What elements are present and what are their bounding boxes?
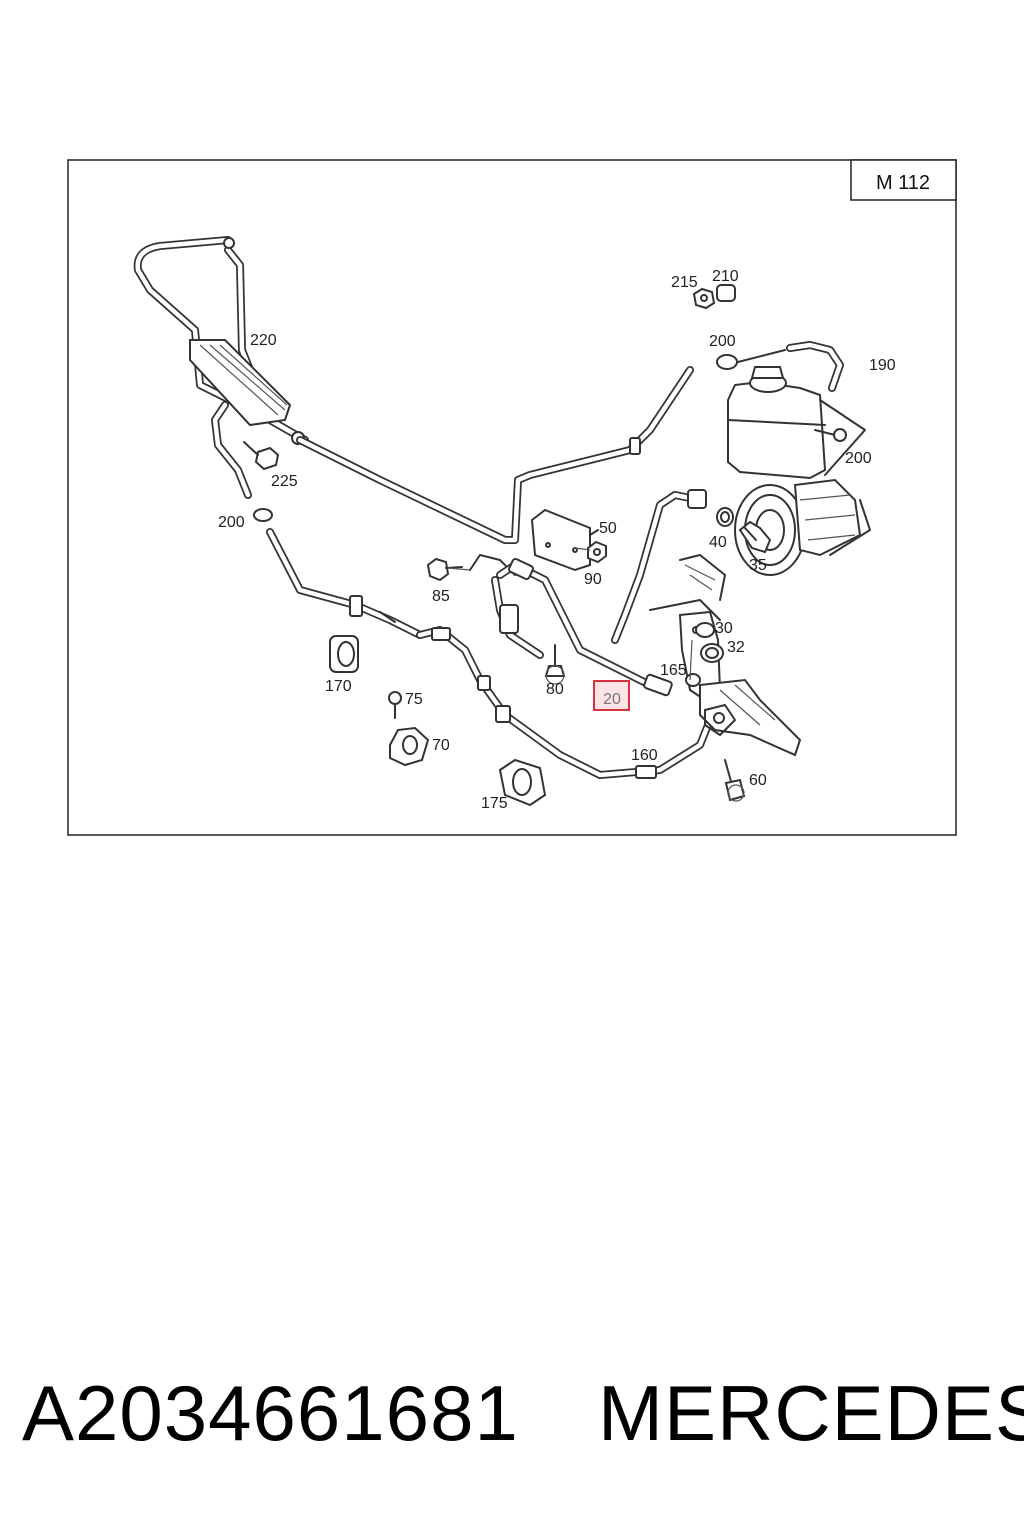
bolt-60 <box>724 759 746 802</box>
callout-200-left: 200 <box>218 514 245 531</box>
brand-name: MERCEDES <box>598 1369 1024 1457</box>
callout-220: 220 <box>250 332 277 349</box>
reservoir <box>727 366 847 480</box>
suction-hose <box>266 528 424 639</box>
callout-50: 50 <box>599 520 617 537</box>
return-line <box>296 366 694 544</box>
engine-code-box: M 112 <box>850 159 957 201</box>
callout-200-top: 200 <box>709 333 736 350</box>
callout-75: 75 <box>405 691 423 708</box>
callout-40: 40 <box>709 534 727 551</box>
bolt-225 <box>243 441 280 471</box>
footer: A2034661681 MERCEDES <box>0 1368 1024 1478</box>
callout-225: 225 <box>271 473 298 490</box>
damper-170 <box>329 635 359 673</box>
hose-190 <box>786 341 844 392</box>
callout-70: 70 <box>432 737 450 754</box>
steering-gear <box>649 554 802 757</box>
diagram-frame <box>67 159 957 836</box>
screw-75 <box>388 691 402 719</box>
highlighted-callout-label: 20 <box>603 691 621 708</box>
callout-80: 80 <box>546 681 564 698</box>
callout-60: 60 <box>749 772 767 789</box>
callout-30: 30 <box>715 620 733 637</box>
pump-pulley <box>734 399 871 576</box>
cooler-line-220 <box>133 236 309 499</box>
bolt-80 <box>544 644 566 685</box>
callout-190: 190 <box>869 357 896 374</box>
engine-code-label: M 112 <box>876 172 930 194</box>
part-number: A2034661681 <box>22 1369 519 1457</box>
plug-210 <box>716 284 736 302</box>
nut-90 <box>587 540 607 564</box>
return-hose-center <box>469 554 673 697</box>
callout-175: 175 <box>481 795 508 812</box>
callout-210: 210 <box>712 268 739 285</box>
callout-160: 160 <box>631 747 658 764</box>
bolt-85 <box>426 557 463 582</box>
banjo-bolt-35 <box>738 520 772 554</box>
seal-30 <box>695 622 715 638</box>
leader-lines <box>447 547 693 681</box>
nut-215 <box>692 287 716 310</box>
callout-labels: 220 215 210 200 190 200 225 200 50 40 35… <box>218 268 896 812</box>
bracket-50 <box>530 508 599 572</box>
callout-32: 32 <box>727 639 745 656</box>
hose-clamp-200-left <box>253 508 273 522</box>
washer-40 <box>716 507 734 527</box>
pressure-line-160 <box>416 626 714 779</box>
bushing-175 <box>498 758 547 807</box>
seal-32 <box>700 643 724 663</box>
hose-clamp-200-top <box>716 349 786 370</box>
callout-165: 165 <box>660 662 687 679</box>
clip-70 <box>389 726 430 767</box>
callout-85: 85 <box>432 588 450 605</box>
pump-pressure-hose <box>611 489 707 644</box>
callout-200-right: 200 <box>845 450 872 467</box>
callout-215: 215 <box>671 274 698 291</box>
callout-170: 170 <box>325 678 352 695</box>
highlighted-callout[interactable]: 20 <box>593 680 630 711</box>
ring-165 <box>685 673 701 687</box>
callout-90: 90 <box>584 571 602 588</box>
callout-35: 35 <box>749 557 767 574</box>
